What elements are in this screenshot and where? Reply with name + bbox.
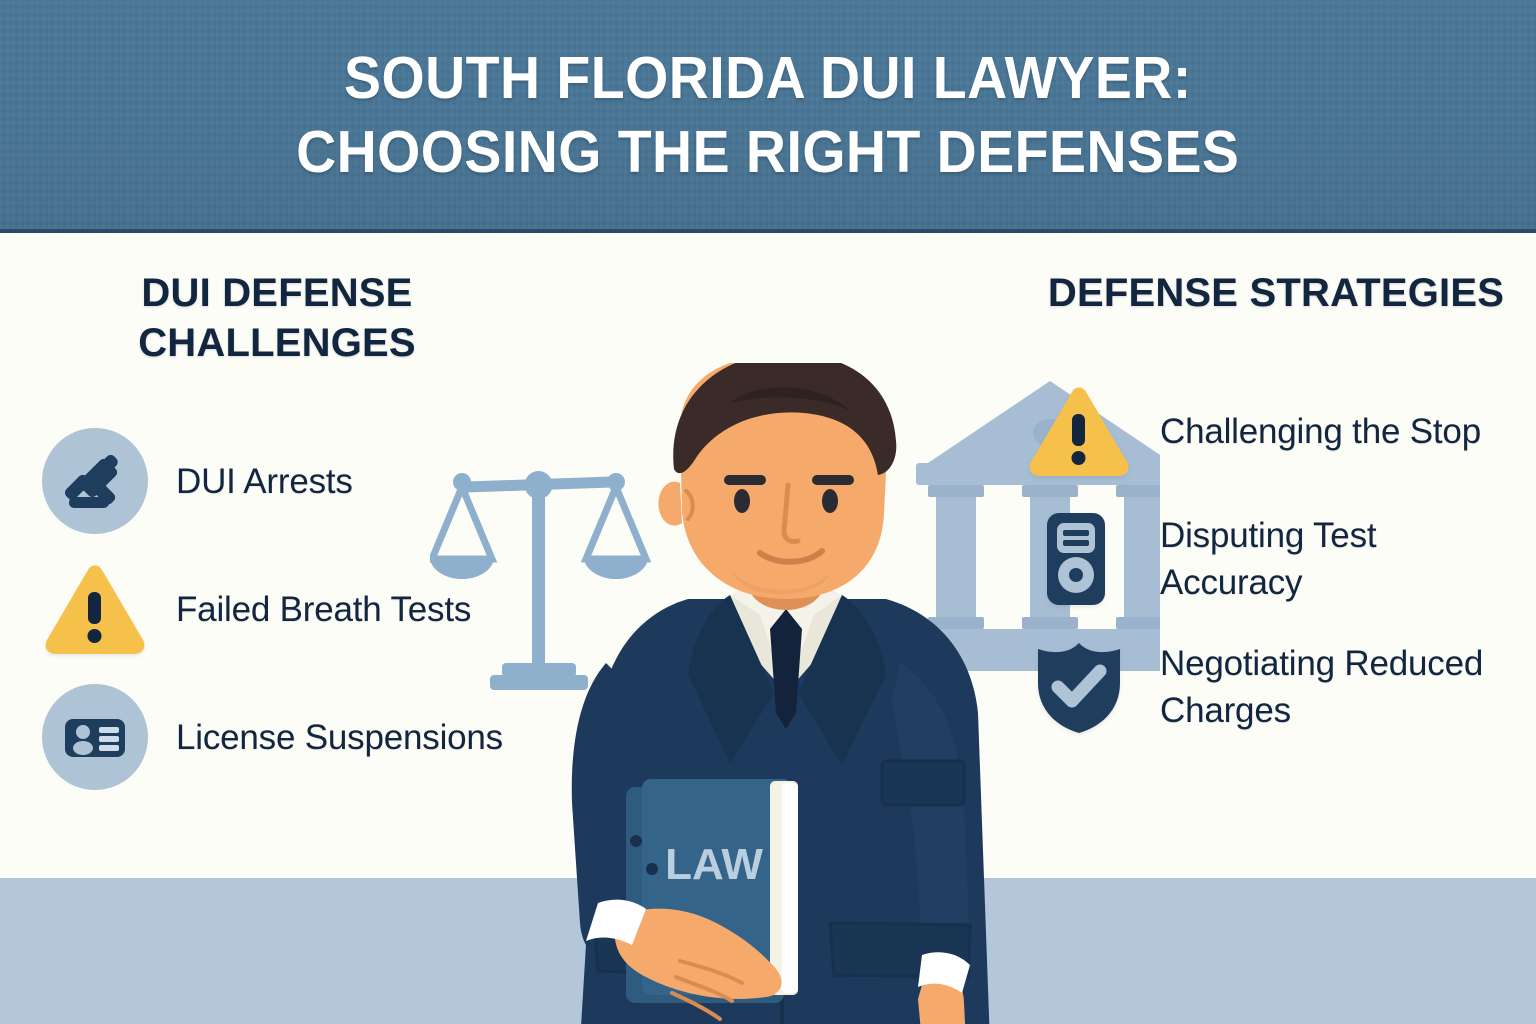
list-item-label: Disputing Test Accuracy: [1160, 516, 1377, 602]
id-card-icon-shell: [42, 684, 148, 790]
list-item[interactable]: DUI Arrests: [42, 417, 512, 545]
page-title-line-1: SOUTH FLORIDA DUI LAWYER:: [344, 44, 1192, 111]
list-item[interactable]: Disputing Test Accuracy: [1026, 495, 1526, 623]
list-item-label: Challenging the Stop: [1160, 411, 1481, 451]
list-item[interactable]: Negotiating Reduced Charges: [1026, 623, 1526, 751]
gavel-icon: [42, 428, 148, 534]
list-item-label: Failed Breath Tests: [176, 589, 472, 629]
right-column-items: Challenging the Stop Disputing Test Accu…: [1026, 367, 1526, 751]
list-item[interactable]: License Suspensions: [42, 673, 512, 801]
page-title-line-2: CHOOSING THE RIGHT DEFENSES: [296, 118, 1240, 185]
id-card-icon: [42, 684, 148, 790]
left-column-heading: DUI DEFENSE CHALLENGES: [138, 271, 416, 365]
shield-check-icon: [1038, 643, 1120, 733]
list-item-label: License Suspensions: [176, 717, 503, 757]
scales-of-justice-graphic: [430, 471, 652, 690]
breathalyzer-icon-shell: [1026, 506, 1132, 612]
left-column-items: DUI Arrests Failed Breath Tests: [42, 417, 512, 801]
header-banner: SOUTH FLORIDA DUI LAWYER: CHOOSING THE R…: [0, 0, 1536, 233]
left-column: DUI DEFENSE CHALLENGES: [42, 268, 512, 801]
shield-check-icon-shell: [1026, 634, 1132, 740]
warning-triangle-icon-shell: [1026, 378, 1132, 484]
list-item[interactable]: Challenging the Stop: [1026, 367, 1526, 495]
warning-triangle-icon: [45, 565, 145, 654]
right-column: DEFENSE STRATEGIES Challenging the Stop: [1026, 268, 1526, 751]
law-book-title: LAW: [665, 840, 763, 889]
breathalyzer-icon: [1047, 513, 1105, 605]
list-item-label: Negotiating Reduced Charges: [1160, 644, 1484, 730]
list-item-label: DUI Arrests: [176, 461, 353, 501]
warning-triangle-icon-shell: [42, 556, 148, 662]
list-item[interactable]: Failed Breath Tests: [42, 545, 512, 673]
lawyer-figure-graphic: LAW: [571, 363, 990, 1024]
warning-triangle-icon: [1029, 387, 1129, 476]
gavel-icon-shell: [42, 428, 148, 534]
right-column-heading: DEFENSE STRATEGIES: [1047, 271, 1505, 315]
